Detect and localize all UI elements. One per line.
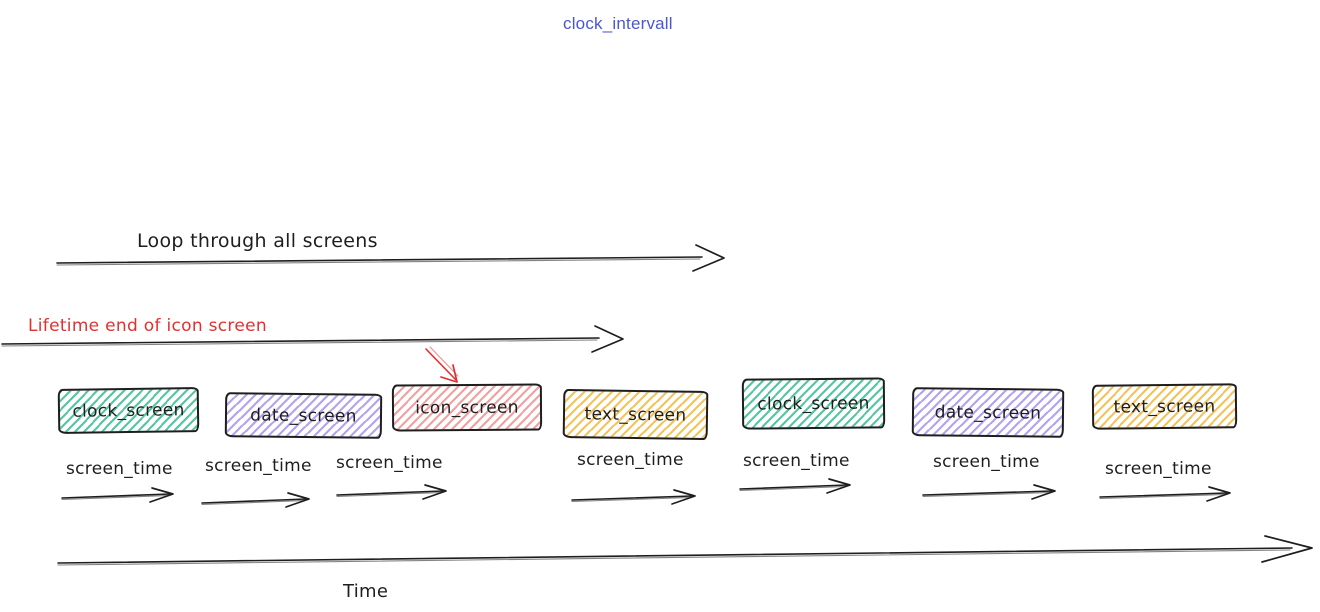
arrow-shaft (57, 547, 1293, 564)
arrow-shaft-double (61, 494, 170, 501)
arrow-head (671, 489, 696, 505)
arrow-shaft (56, 256, 703, 264)
screen-box-label: text_screen (584, 403, 687, 426)
arrow-shaft-double (571, 496, 692, 503)
screen-box-label: date_screen (934, 401, 1042, 424)
screen-time-arrow-2 (201, 492, 310, 508)
screen-time-label-2: screen_time (205, 456, 312, 476)
arrow-shaft-double (57, 549, 1291, 566)
arrow-shaft (1099, 492, 1228, 498)
screen-box-label: text_screen (1113, 395, 1216, 418)
screen-box-text-screen-2: text_screen (1091, 383, 1238, 430)
arrow-shaft (571, 495, 693, 501)
screen-box-text-screen-1: text_screen (562, 388, 709, 441)
screen-box-label: icon_screen (415, 397, 519, 418)
screen-time-label-3: screen_time (336, 453, 443, 473)
arrow-shaft-double (1099, 493, 1227, 500)
screen-time-label-5: screen_time (743, 451, 850, 471)
icon-screen-pointer-arrow (425, 346, 459, 383)
screen-time-label-1: screen_time (66, 459, 173, 479)
arrow-shaft-double (336, 491, 443, 498)
screen-time-label-7: screen_time (1105, 459, 1212, 479)
screen-box-label: clock_screen (757, 393, 870, 414)
arrow-head (440, 364, 458, 383)
arrow-shaft (61, 493, 171, 499)
arrow-shaft-double (56, 258, 701, 266)
screen-time-label-4: screen_time (577, 450, 684, 470)
time-axis-arrow (57, 535, 1313, 566)
arrow-head (1261, 535, 1313, 563)
lifetime-arrow (1, 325, 624, 353)
screen-box-date-screen-2: date_screen (911, 387, 1065, 438)
arrow-shaft (425, 348, 457, 381)
arrow-head (149, 487, 174, 503)
screen-box-clock-screen-1: clock_screen (57, 387, 200, 434)
arrow-head (422, 484, 447, 500)
arrow-head (826, 478, 851, 494)
arrow-shaft (201, 498, 307, 504)
arrow-head (1206, 486, 1231, 502)
screen-time-arrow-3 (336, 484, 447, 500)
arrow-shaft-double (739, 485, 847, 492)
arrow-head (285, 492, 310, 508)
arrow-head (591, 325, 624, 353)
lifetime-arrow-label: Lifetime end of icon screen (28, 316, 267, 336)
screen-time-arrow-4 (571, 489, 696, 505)
screen-box-date-screen-1: date_screen (224, 392, 383, 439)
time-axis-label: Time (343, 581, 389, 602)
page-title: clock_intervall (563, 14, 673, 33)
arrow-shaft (336, 490, 444, 496)
screen-time-label-6: screen_time (933, 452, 1040, 472)
arrow-shaft-double (1, 339, 598, 347)
arrow-shaft-double (429, 346, 459, 377)
screen-time-arrow-7 (1099, 486, 1231, 502)
screen-time-arrow-1 (61, 487, 174, 503)
arrow-head (1031, 484, 1056, 500)
arrow-shaft (922, 490, 1053, 496)
screen-time-arrow-5 (739, 478, 851, 494)
arrow-shaft-double (201, 499, 306, 506)
screen-box-label: clock_screen (72, 399, 185, 422)
screen-box-clock-screen-2: clock_screen (741, 377, 886, 430)
arrow-head (692, 244, 725, 272)
arrow-shaft-double (922, 491, 1052, 498)
loop-arrow-label: Loop through all screens (137, 230, 378, 252)
screen-time-arrow-6 (922, 484, 1056, 500)
loop-arrow (56, 244, 725, 272)
screen-box-icon-screen: icon_screen (391, 383, 543, 432)
arrow-shaft (1, 337, 600, 345)
screen-box-label: date_screen (250, 404, 357, 427)
arrow-shaft (739, 484, 848, 490)
